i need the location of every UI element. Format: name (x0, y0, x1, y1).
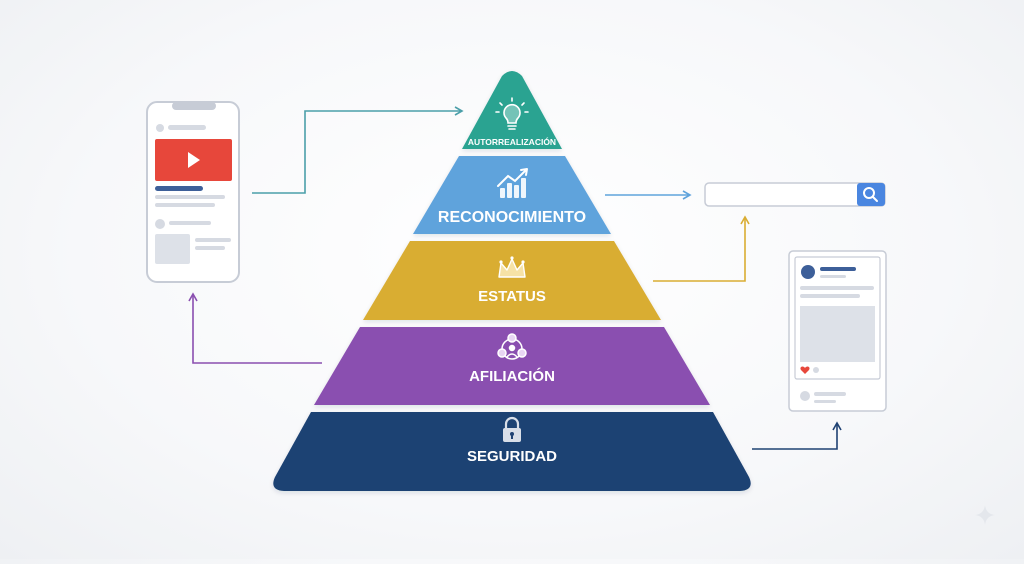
growth-chart-icon (497, 168, 528, 198)
search-button[interactable] (857, 183, 885, 206)
comment-icon[interactable] (813, 367, 819, 373)
level-label-afiliacion: AFILIACIÓN (469, 367, 555, 385)
search-icon[interactable] (863, 187, 878, 202)
arrow-seguridad-to-post (752, 421, 842, 450)
phone-mockup (146, 101, 240, 283)
search-bar[interactable] (704, 182, 886, 207)
crown-icon (498, 256, 526, 278)
arrow-phone-to-autorrealizacion (252, 106, 464, 194)
phone-notch (172, 102, 216, 110)
play-icon[interactable] (188, 152, 200, 168)
level-label-estatus: ESTATUS (478, 288, 546, 305)
level-label-reconocimiento: RECONOCIMIENTO (438, 209, 586, 226)
lightbulb-icon (495, 97, 529, 130)
level-label-autorrealizacion: AUTORREALIZACIÓN (468, 136, 556, 147)
pyramid-level-estatus (363, 241, 661, 320)
arrow-estatus-to-search (653, 215, 750, 282)
people-network-icon (497, 333, 527, 360)
avatar (801, 265, 815, 279)
social-post-card (788, 250, 887, 412)
pyramid-level-afiliacion (314, 327, 710, 405)
lock-icon (503, 416, 521, 442)
level-label-seguridad: SEGURIDAD (467, 448, 557, 465)
pyramid-level-autorrealizacion (462, 71, 562, 149)
pyramid-level-seguridad (273, 412, 751, 491)
arrow-afiliacion-to-phone (188, 292, 322, 364)
sparkle-icon (975, 505, 995, 525)
heart-icon[interactable] (800, 366, 810, 374)
